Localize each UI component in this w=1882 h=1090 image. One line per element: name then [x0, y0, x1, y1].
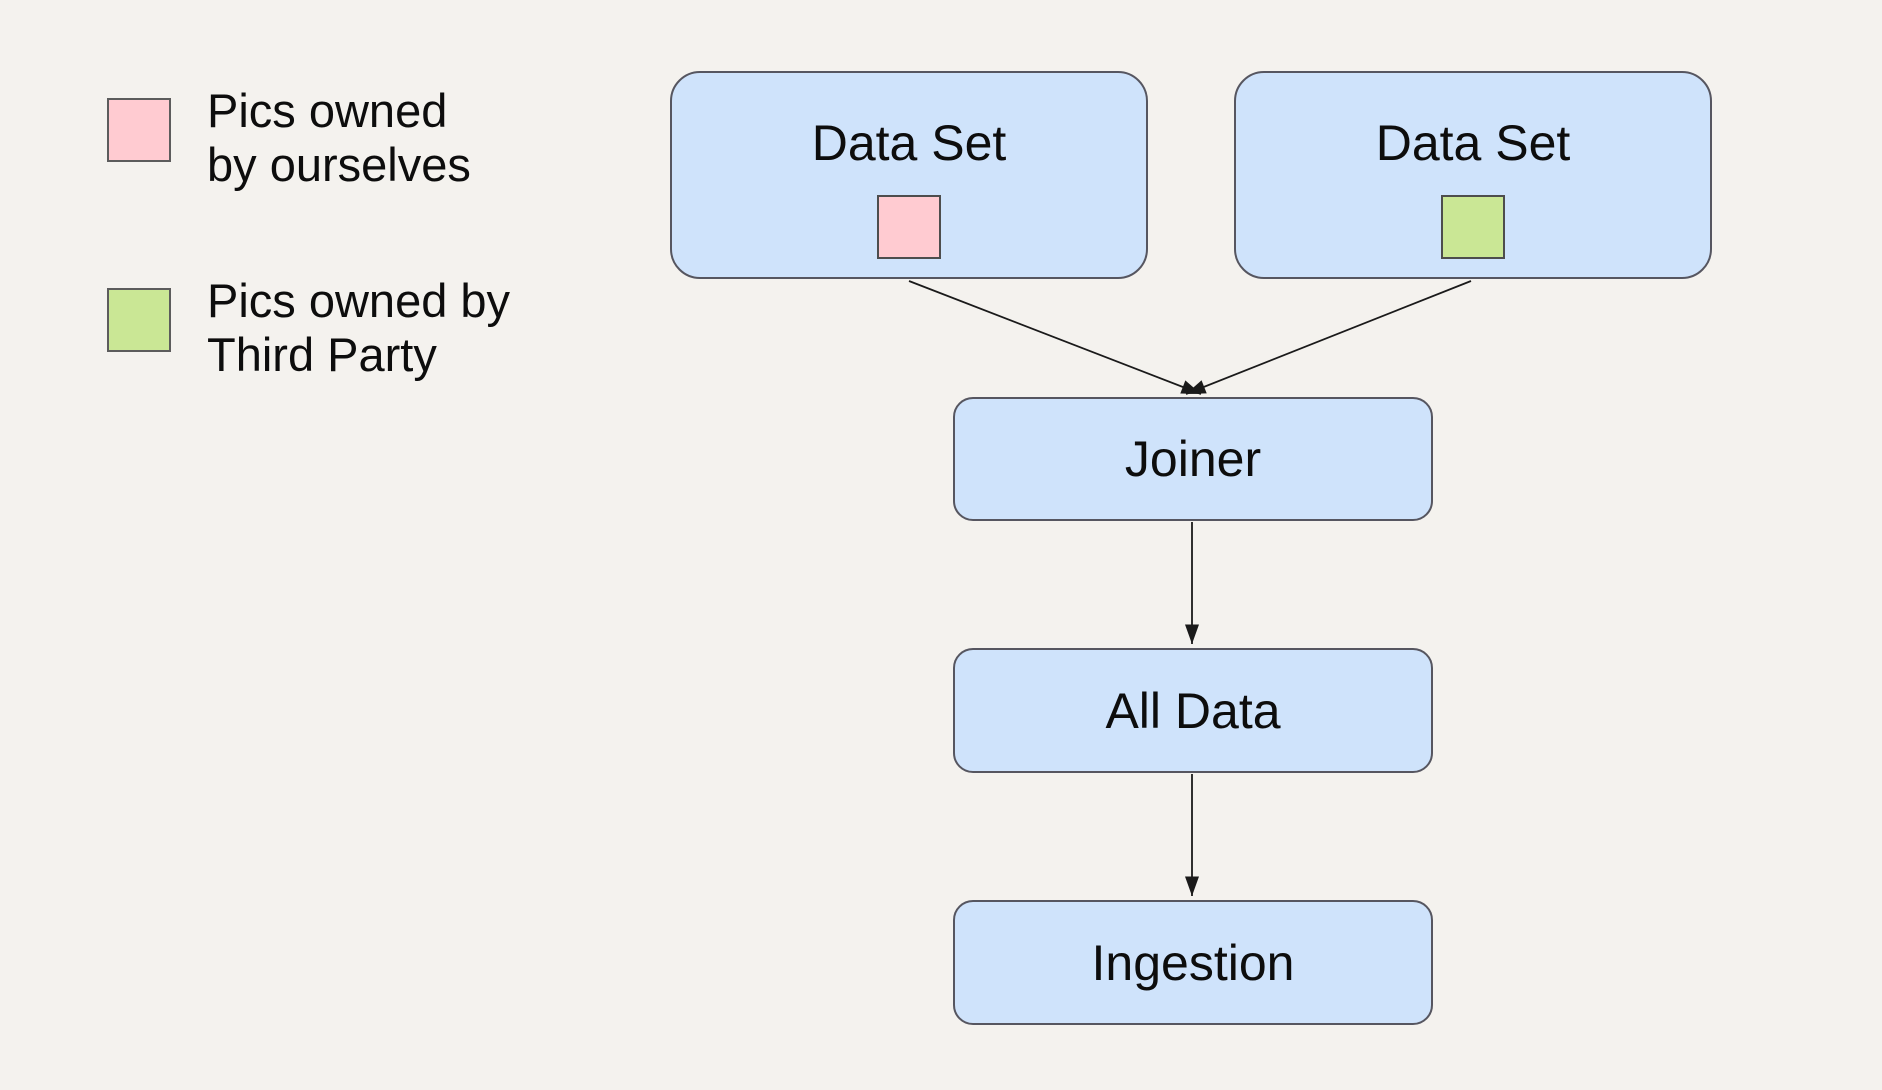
legend-label-owned-by-ourselves: Pics owned by ourselves — [207, 84, 627, 192]
node-label: Data Set — [1375, 115, 1571, 171]
pink-color-swatch — [107, 98, 171, 162]
node-ingestion: Ingestion — [953, 900, 1433, 1025]
node-label: Ingestion — [1091, 934, 1295, 991]
pink-ownership-swatch — [877, 195, 941, 259]
legend-label-owned-by-third-party: Pics owned by Third Party — [207, 274, 627, 382]
node-dataset-ours: Data Set — [670, 71, 1148, 279]
legend-label-line: Pics owned — [207, 84, 448, 137]
green-ownership-swatch — [1441, 195, 1505, 259]
node-dataset-third-party: Data Set — [1234, 71, 1712, 279]
legend-label-line: Pics owned by — [207, 274, 511, 327]
node-label: All Data — [1105, 682, 1281, 739]
node-joiner: Joiner — [953, 397, 1433, 521]
node-label: Data Set — [811, 115, 1007, 171]
node-label: Joiner — [1124, 431, 1262, 487]
green-color-swatch — [107, 288, 171, 352]
edge-dataset-ours-to-joiner — [908, 280, 1202, 395]
node-all-data: All Data — [953, 648, 1433, 773]
legend-label-line: by ourselves — [207, 138, 471, 191]
legend-label-line: Third Party — [207, 328, 437, 381]
edge-dataset-third-to-joiner — [1185, 280, 1472, 395]
